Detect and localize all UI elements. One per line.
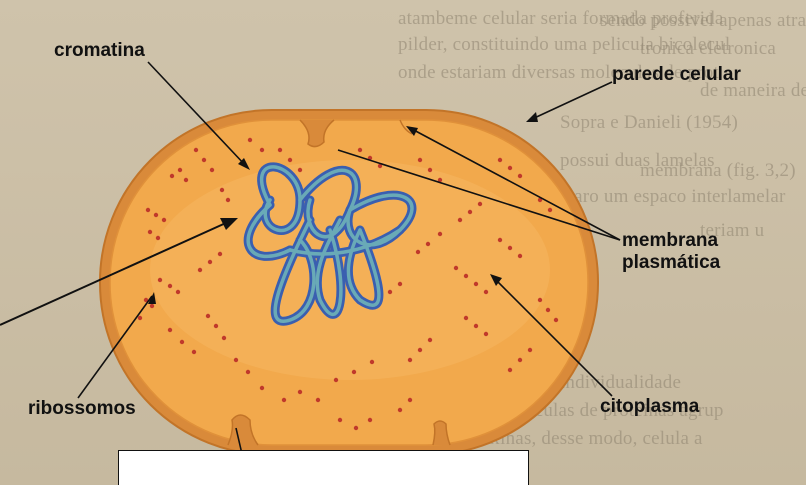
label-membrana-plasmatica: membrana plasmática xyxy=(622,230,720,274)
label-cromatina: cromatina xyxy=(54,40,145,62)
label-membrana-line1: membrana xyxy=(622,230,720,252)
caption-box xyxy=(118,450,529,485)
label-parede-celular: parede celular xyxy=(612,64,741,86)
leader-parede-celular xyxy=(530,82,612,120)
label-citoplasma: citoplasma xyxy=(600,396,699,418)
label-membrana-line2: plasmática xyxy=(622,252,720,274)
arrowhead-parede-celular xyxy=(526,112,538,122)
label-ribossomos: ribossomos xyxy=(28,398,136,420)
